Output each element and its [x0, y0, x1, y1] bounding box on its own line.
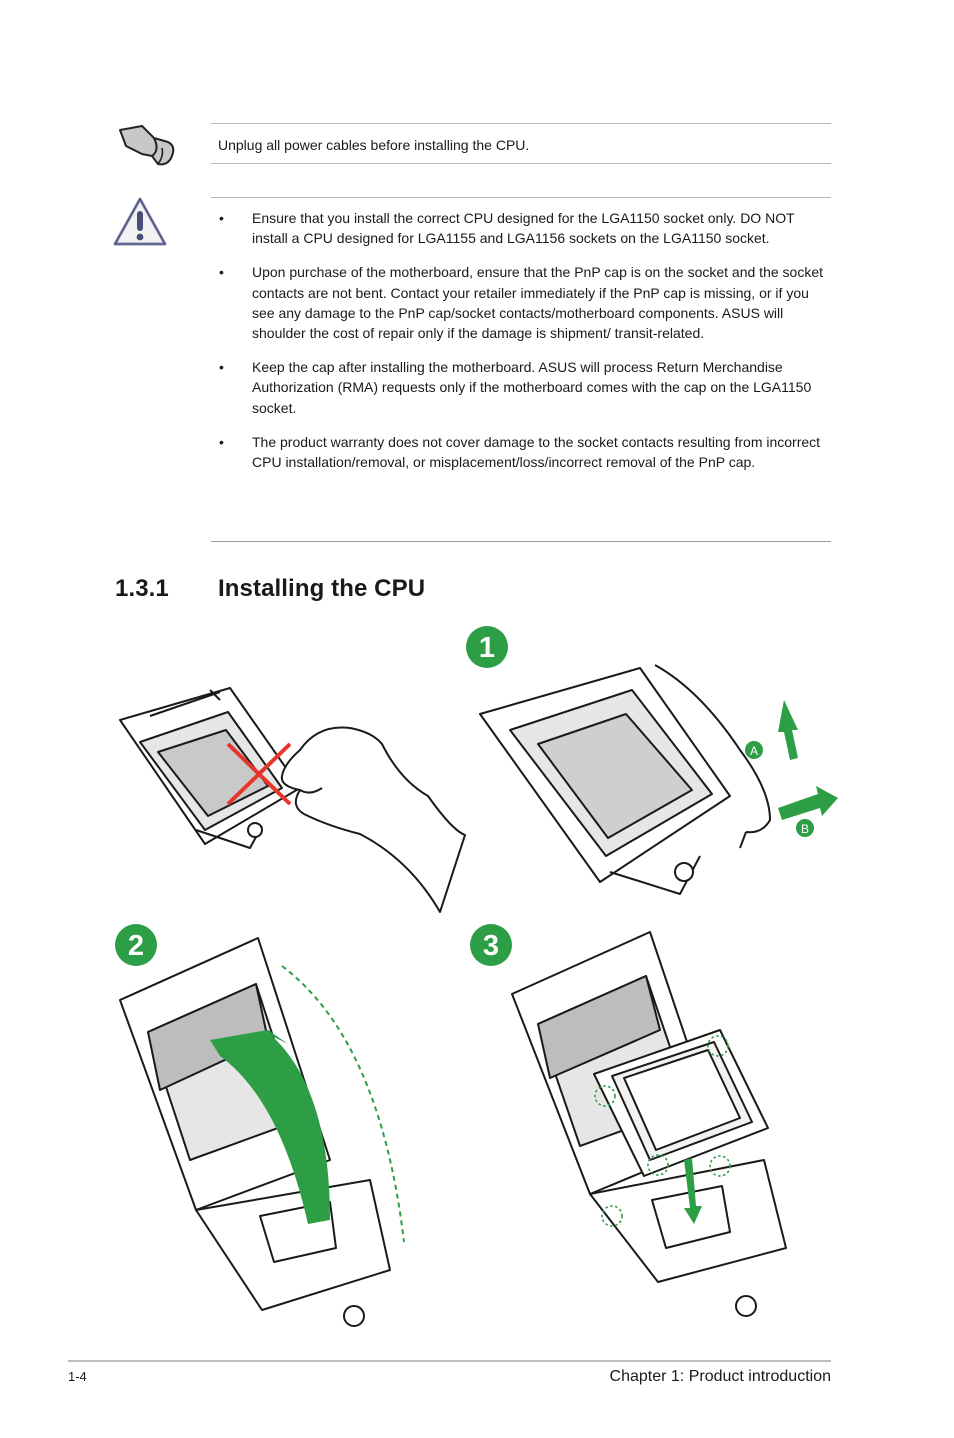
warning-item: • The product warranty does not cover dam… [211, 432, 831, 472]
lift-lever-arrow [210, 1030, 330, 1224]
chapter-title: Chapter 1: Product introduction [609, 1368, 831, 1385]
hand-pointing-icon [119, 125, 175, 166]
step-2-number: 2 [128, 930, 144, 962]
section-title: Installing the CPU [218, 575, 426, 602]
warning-item-text: Keep the cap after installing the mother… [252, 359, 812, 416]
note-top-rule [211, 123, 831, 124]
bullet: • [219, 359, 224, 376]
warning-bottom-rule [211, 541, 831, 542]
socket-with-cap-illustration [119, 687, 301, 849]
hand-illustration [280, 726, 466, 913]
warning-item: • Keep the cap after installing the mothe… [211, 357, 831, 418]
step-2-badge: 2 [115, 924, 157, 966]
warning-item: • Ensure that you install the correct CPU… [211, 208, 831, 248]
label-a-badge: A [745, 741, 763, 759]
section-heading: 1.3.1 Installing the CPU [115, 575, 425, 603]
step-3-badge: 3 [470, 924, 512, 966]
label-b-badge: B [796, 819, 814, 837]
cpu-installation-figure: 1 2 3 A B [115, 626, 838, 1327]
bullet: • [219, 433, 224, 450]
footer-rule [68, 1360, 831, 1362]
section-number: 1.3.1 [115, 575, 169, 602]
arrow-a-up [778, 700, 798, 760]
step2-socket-illustration [119, 937, 391, 1327]
warning-triangle-icon [113, 197, 167, 246]
bullet: • [219, 210, 224, 226]
warning-item-text: The product warranty does not cover dama… [252, 433, 821, 471]
alignment-key-markers [594, 1035, 731, 1227]
arrow-b-right [778, 786, 838, 820]
warning-list: • Ensure that you install the correct CPU… [211, 208, 831, 486]
warning-item-text: Upon purchase of the motherboard, ensure… [252, 264, 823, 342]
label-a: A [750, 744, 758, 758]
step-3-number: 3 [483, 930, 499, 962]
warning-item: • Upon purchase of the motherboard, ensur… [211, 262, 831, 343]
step1-socket-illustration [479, 664, 771, 895]
insert-cpu-arrow [684, 1158, 702, 1224]
page-number: 1-4 [68, 1369, 87, 1384]
label-b: B [801, 822, 809, 836]
note-bottom-rule [211, 163, 831, 164]
cpu-chip-illustration [593, 1029, 769, 1177]
warning-item-text: Ensure that you install the correct CPU … [252, 210, 795, 247]
step-1-badge: 1 [466, 626, 508, 668]
incorrect-x-icon [226, 742, 292, 806]
warning-top-rule [211, 197, 831, 198]
step-1-number: 1 [479, 632, 495, 664]
bullet: • [219, 264, 224, 281]
note-text: Unplug all power cables before installin… [218, 137, 530, 153]
